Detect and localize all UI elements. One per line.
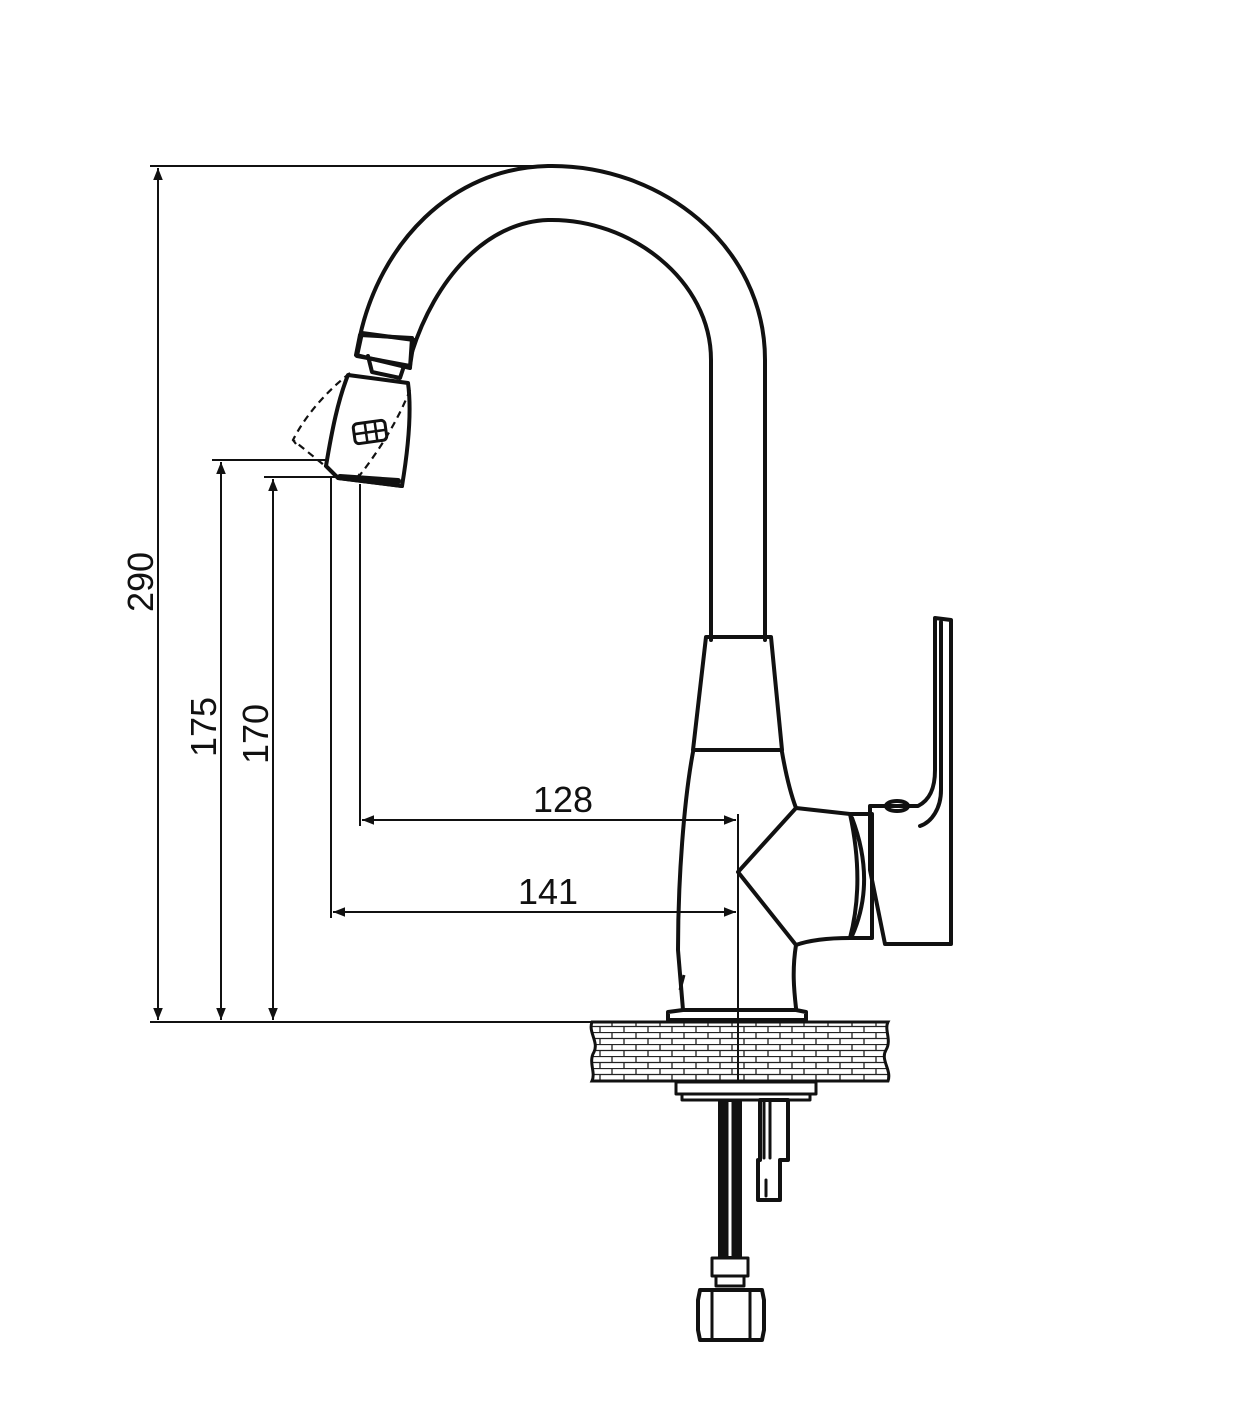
faucet [291, 163, 953, 1022]
base-flange [666, 1008, 808, 1022]
underside-washer [680, 1092, 812, 1102]
mounting-shank [756, 1098, 790, 1202]
hose-ferrule-2 [714, 1274, 746, 1288]
dim-label-175: 175 [183, 697, 224, 757]
body-notch [678, 974, 686, 991]
spout-outer [358, 163, 767, 642]
mounting-shank-detail [762, 1100, 772, 1198]
body-right [791, 806, 852, 1010]
spray-outlet [337, 474, 401, 484]
spray-head-alt-position-2 [292, 439, 363, 481]
dimensions: 290 175 170 128 141 [120, 165, 739, 1080]
lever-handle-edge [918, 620, 943, 828]
spray-head-alt-position [291, 372, 412, 482]
hose-hex-nut [696, 1288, 766, 1342]
cartridge-cap [848, 812, 874, 940]
hose-ferrule [710, 1256, 750, 1278]
dim-label-141: 141 [518, 871, 578, 912]
body-lower [676, 750, 798, 1012]
lever-handle [868, 616, 953, 946]
dim-label-128: 128 [533, 779, 593, 820]
countertop [589, 1020, 891, 1102]
spout-collar-band [355, 331, 416, 368]
spray-connector [366, 354, 406, 380]
body-neck [691, 635, 784, 752]
hose-hex-nut-faces [710, 1290, 752, 1340]
cartridge-cap-arc [850, 816, 866, 938]
underside-nut [674, 1080, 818, 1096]
cartridge-wedge [736, 806, 852, 947]
dim-label-170: 170 [235, 704, 276, 764]
countertop-section [589, 1020, 891, 1083]
spout-inner [410, 217, 713, 642]
lever-screw [884, 799, 910, 813]
dim-label-290: 290 [120, 552, 161, 612]
logo-glyph [351, 418, 389, 446]
spray-head [324, 373, 412, 488]
supply-lines [696, 1098, 790, 1342]
